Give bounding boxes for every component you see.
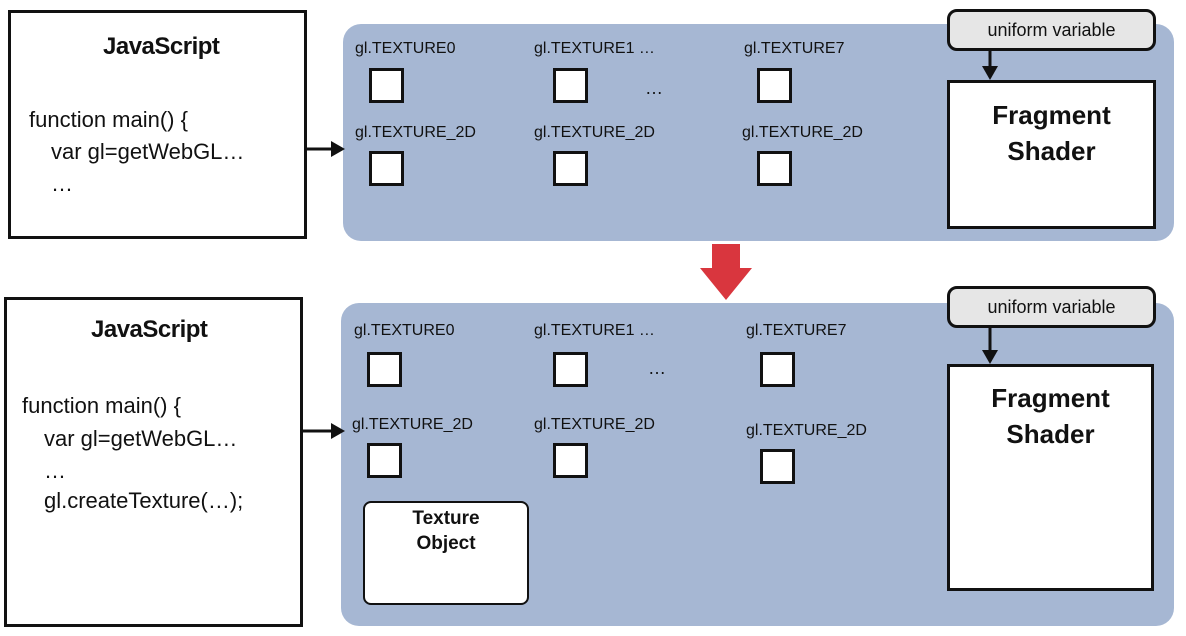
bottom-ellipsis: …	[648, 358, 666, 378]
bottom-code-line-2: var gl=getWebGL…	[44, 426, 238, 451]
top-texture-unit-0-slot	[369, 68, 404, 103]
bottom-texture-unit-0-label: gl.TEXTURE0	[354, 322, 455, 339]
top-code-line-1: function main() {	[29, 107, 188, 132]
top-texture-2d-label-7: gl.TEXTURE_2D	[742, 124, 863, 141]
bottom-uniform-variable-label: uniform variable	[947, 286, 1156, 328]
bottom-js-to-panel-arrow	[303, 423, 345, 439]
bottom-code-line-1: function main() {	[22, 393, 181, 418]
texture-object-line-1: Texture	[412, 508, 480, 529]
top-ellipsis: …	[645, 78, 663, 98]
bottom-javascript-title: JavaScript	[91, 316, 208, 343]
bottom-texture-2d-label-1: gl.TEXTURE_2D	[534, 416, 655, 433]
top-texture-unit-7-slot	[757, 68, 792, 103]
bottom-texture-unit-7-slot	[760, 352, 795, 387]
top-fragment-shader-box: Fragment Shader	[947, 80, 1156, 229]
bottom-texture-unit-7-label: gl.TEXTURE7	[746, 322, 847, 339]
top-texture-unit-1-slot	[553, 68, 588, 103]
top-texture-2d-slot-1	[553, 151, 588, 186]
bottom-texture-2d-slot-1	[553, 443, 588, 478]
top-texture-unit-7-label: gl.TEXTURE7	[744, 40, 845, 57]
bottom-texture-unit-1-slot	[553, 352, 588, 387]
bottom-fragment-shader-box: Fragment Shader	[947, 364, 1154, 591]
bottom-fragment-shader-line-2: Shader	[1006, 419, 1095, 449]
texture-object-box: Texture Object	[363, 501, 529, 605]
top-code-line-3: …	[51, 171, 73, 196]
bottom-code-line-4: gl.createTexture(…);	[44, 488, 244, 513]
bottom-javascript-box: JavaScript function main() { var gl=getW…	[4, 297, 303, 627]
bottom-texture-2d-label-0: gl.TEXTURE_2D	[352, 416, 473, 433]
bottom-uniform-to-shader-arrow	[982, 328, 998, 364]
top-fragment-shader-line-1: Fragment	[992, 100, 1111, 130]
top-texture-unit-1-label: gl.TEXTURE1 …	[534, 40, 655, 57]
top-js-to-panel-arrow	[307, 141, 345, 157]
bottom-texture-unit-1-label: gl.TEXTURE1 …	[534, 322, 655, 339]
top-texture-2d-slot-0	[369, 151, 404, 186]
top-uniform-variable-label: uniform variable	[947, 9, 1156, 51]
top-uniform-to-shader-arrow	[982, 51, 998, 80]
bottom-texture-2d-slot-7	[760, 449, 795, 484]
bottom-code-line-3: …	[44, 458, 66, 483]
top-javascript-box: JavaScript function main() { var gl=getW…	[8, 10, 307, 239]
top-texture-2d-slot-7	[757, 151, 792, 186]
texture-object-line-2: Object	[416, 533, 476, 554]
top-fragment-shader-line-2: Shader	[1007, 136, 1096, 166]
bottom-fragment-shader-line-1: Fragment	[991, 383, 1110, 413]
top-code-line-2: var gl=getWebGL…	[51, 139, 245, 164]
bottom-texture-2d-slot-0	[367, 443, 402, 478]
bottom-texture-unit-0-slot	[367, 352, 402, 387]
top-texture-2d-label-1: gl.TEXTURE_2D	[534, 124, 655, 141]
top-javascript-title: JavaScript	[103, 33, 220, 60]
transition-arrow	[700, 244, 752, 300]
top-texture-unit-0-label: gl.TEXTURE0	[355, 40, 456, 57]
bottom-texture-2d-label-7: gl.TEXTURE_2D	[746, 422, 867, 439]
top-texture-2d-label-0: gl.TEXTURE_2D	[355, 124, 476, 141]
